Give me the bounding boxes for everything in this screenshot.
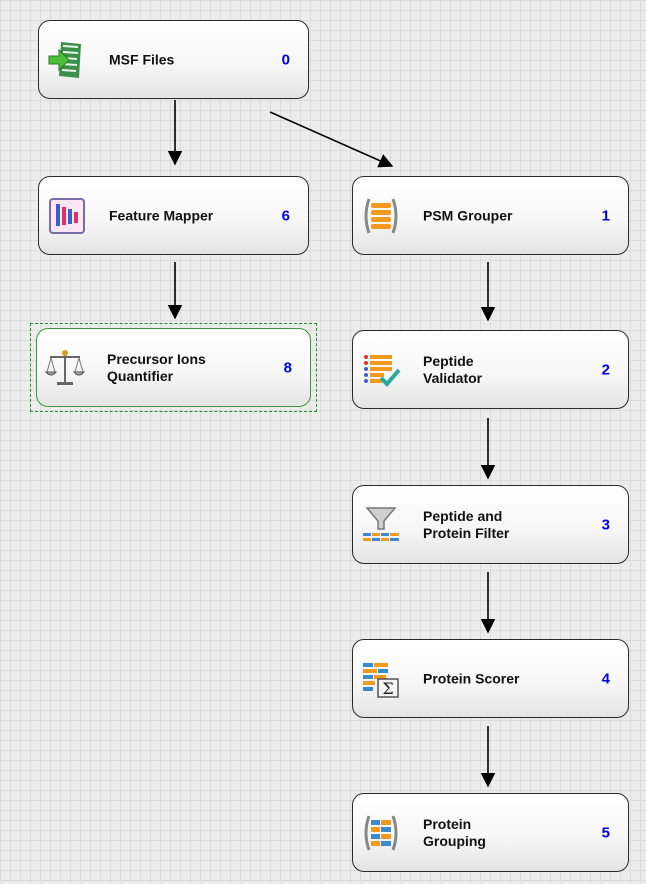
node-number: 3: [601, 516, 610, 533]
node-label: Precursor Ions Quantifier: [107, 350, 206, 384]
node-precursor-ions-quantifier[interactable]: Precursor Ions Quantifier 8: [36, 328, 311, 407]
node-number: 8: [283, 359, 292, 376]
node-peptide-validator[interactable]: Peptide Validator 2: [352, 330, 629, 409]
node-psm-grouper[interactable]: PSM Grouper 1: [352, 176, 629, 255]
node-number: 2: [601, 361, 610, 378]
balance-scale-icon: [44, 348, 86, 388]
node-label: Peptide and Protein Filter: [423, 507, 510, 541]
arrow-msf-to-psm: [269, 111, 394, 168]
sigma-scorer-icon: Σ: [361, 659, 401, 699]
node-number: 0: [281, 51, 290, 68]
msf-files-icon: [47, 40, 87, 80]
node-label: Protein Scorer: [423, 670, 520, 686]
node-feature-mapper[interactable]: Feature Mapper 6: [38, 176, 309, 255]
node-protein-scorer[interactable]: Σ Protein Scorer 4: [352, 639, 629, 718]
node-number: 5: [601, 824, 610, 841]
node-number: 1: [601, 207, 610, 224]
node-protein-grouping[interactable]: Protein Grouping 5: [352, 793, 629, 872]
node-number: 6: [281, 207, 290, 224]
node-number: 4: [601, 670, 610, 687]
node-label: MSF Files: [109, 51, 175, 67]
protein-grouping-icon: [361, 813, 401, 853]
node-label: PSM Grouper: [423, 207, 513, 223]
svg-text:Σ: Σ: [382, 679, 393, 698]
node-msf-files[interactable]: MSF Files 0: [38, 20, 309, 99]
psm-grouper-icon: [361, 196, 401, 236]
peptide-validator-icon: [361, 350, 401, 390]
node-label: Protein Grouping: [423, 815, 486, 849]
selection-frame: [30, 323, 317, 412]
funnel-filter-icon: [361, 505, 401, 545]
node-peptide-protein-filter[interactable]: Peptide and Protein Filter 3: [352, 485, 629, 564]
feature-mapper-icon: [47, 196, 87, 236]
node-label: Feature Mapper: [109, 207, 214, 223]
node-label: Peptide Validator: [423, 352, 483, 386]
